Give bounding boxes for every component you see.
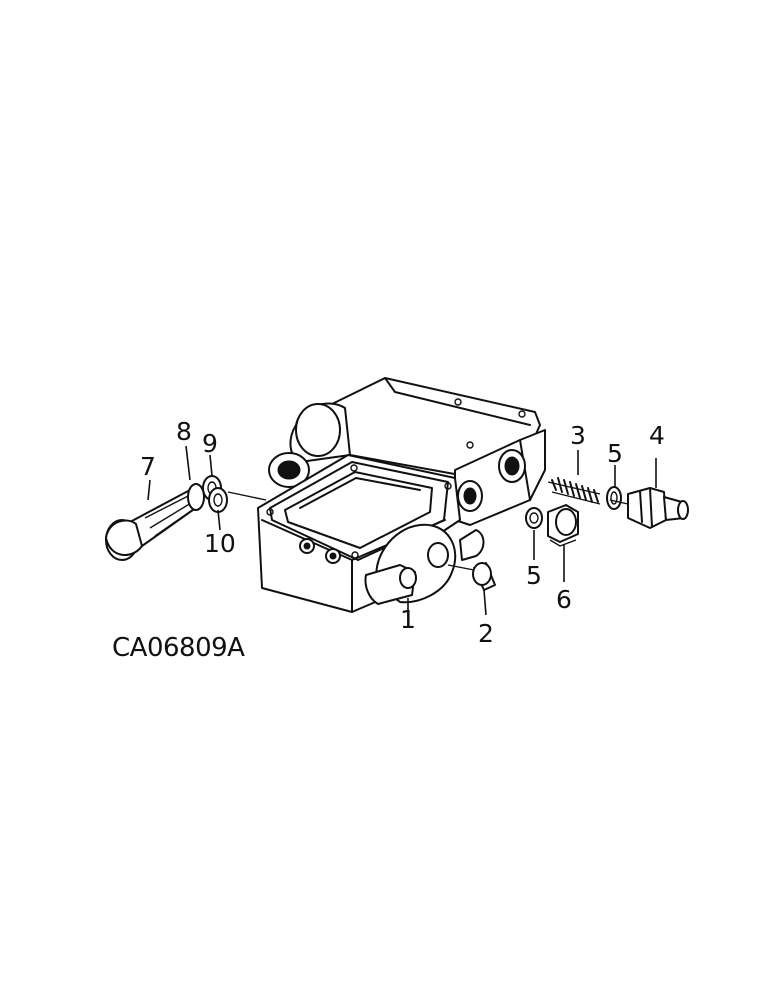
callout-10: 10 <box>204 529 236 558</box>
callout-2: 2 <box>478 619 494 648</box>
plug-part-2 <box>447 562 496 591</box>
callout-6: 6 <box>556 585 572 614</box>
fitting-part-4 <box>609 487 689 529</box>
valve-housing <box>257 377 546 613</box>
callout-8: 8 <box>176 417 192 446</box>
callout-7: 7 <box>140 452 156 481</box>
plug-part-6 <box>547 504 579 547</box>
callout-1: 1 <box>400 605 416 634</box>
callout-5-upper: 5 <box>607 439 623 468</box>
ring-part-8 <box>187 483 205 511</box>
washer-part-5-upper <box>606 486 622 510</box>
callout-4: 4 <box>649 421 665 450</box>
callout-5-lower: 5 <box>526 561 542 590</box>
figure-code: CA06809A <box>112 633 245 663</box>
washer-part-5-lower <box>525 507 543 529</box>
leader-lines <box>147 445 657 625</box>
plunger-part-7 <box>105 489 201 561</box>
callout-3: 3 <box>570 421 586 450</box>
callout-9: 9 <box>202 429 218 458</box>
seal-part-10 <box>208 487 267 513</box>
spring-part-3 <box>547 477 601 505</box>
